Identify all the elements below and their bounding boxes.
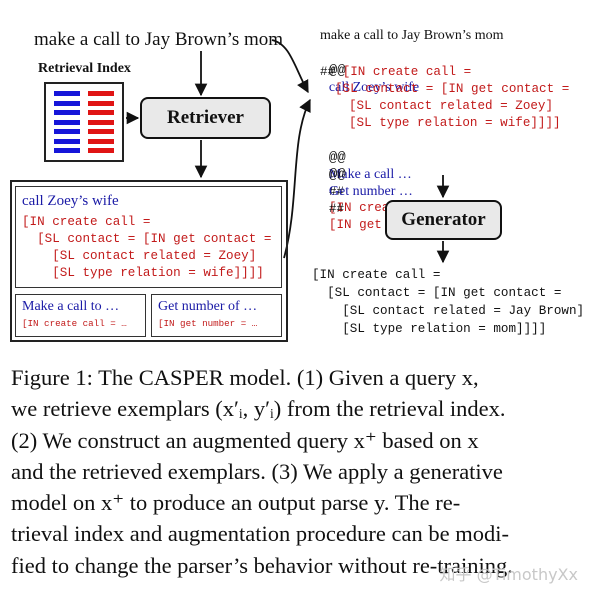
- retrieval-index-bar: [88, 129, 114, 134]
- caption-line: (2) We construct an augmented query x⁺ b…: [11, 427, 479, 453]
- retrieval-index-bar: [88, 138, 114, 144]
- separator-marker: ##: [328, 185, 345, 199]
- augmented-exemplar-line: @@ call Zoey’s wife: [320, 46, 419, 96]
- figure-caption: Figure 1: The CASPER model. (1) Given a …: [11, 362, 591, 581]
- retrieval-index-bar: [54, 91, 80, 96]
- output-parse-line: [IN create call =: [312, 268, 441, 282]
- retrieval-index-bar: [88, 91, 114, 96]
- exemplar-small: [151, 294, 282, 337]
- caption-line: and the retrieved exemplars. (3) We appl…: [11, 458, 503, 484]
- retrieval-index-bar: [54, 138, 80, 144]
- separator-marker: ##: [328, 202, 345, 216]
- retrieval-index-bar: [54, 110, 80, 115]
- retriever-label: Retriever: [167, 107, 244, 128]
- output-parse-line: [SL contact = [IN get contact =: [312, 286, 562, 300]
- exemplar-main-utterance: call Zoey’s wife: [22, 193, 119, 209]
- separator-marker: ##: [320, 65, 336, 79]
- retrieval-index-bar: [88, 100, 114, 106]
- output-parse-line: [SL contact related = Jay Brown]: [312, 304, 585, 318]
- retrieval-index-bar: [88, 110, 114, 115]
- retrieval-index-bar: [54, 129, 80, 134]
- caption-line: we retrieve exemplars (x′ᵢ, y′ᵢ) from th…: [11, 396, 506, 422]
- separator-marker: @@: [328, 63, 346, 79]
- exemplar-main-parse-line: [IN create call =: [22, 215, 151, 229]
- output-parse-line: [SL type relation = mom]]]]: [312, 322, 547, 336]
- augmented-parse-text: [SL contact related = Zoey]: [349, 99, 554, 113]
- augmented-exemplar-utterance: Make a call …: [328, 167, 412, 182]
- retrieval-index-bar: [54, 100, 80, 106]
- generator-label: Generator: [401, 209, 486, 230]
- retrieval-index-bar: [54, 148, 80, 153]
- input-query: make a call to Jay Brown’s mom: [34, 29, 284, 50]
- retrieval-index-bar: [88, 119, 114, 125]
- exemplar-small-parse: [IN create call = …: [22, 318, 127, 329]
- caption-line: model on x⁺ to produce an output parse y…: [11, 490, 461, 516]
- exemplar-main: [15, 186, 282, 288]
- caption-line: fied to change the parser’s behavior wit…: [11, 552, 513, 578]
- generator-box: Generator: [385, 200, 502, 240]
- exemplar-small-utterance: Get number of …: [158, 299, 258, 314]
- exemplar-main-parse-line: [SL type relation = wife]]]]: [22, 266, 264, 280]
- retrieval-index-bar: [54, 119, 80, 125]
- query-to-augmented-arrow: [271, 39, 309, 94]
- exemplar-small-utterance: Make a call to …: [22, 299, 120, 314]
- retrieved-exemplars-group: [10, 180, 288, 342]
- augmented-exemplar-utterance: call Zoey’s wife: [328, 80, 420, 95]
- augmented-parse-text: [SL type relation = wife]]]]: [349, 116, 561, 130]
- exemplar-main-parse-line: [SL contact related = Zoey]: [22, 249, 257, 263]
- exemplar-small-parse: [IN get number = …: [158, 318, 258, 329]
- exemplar-main-parse-line: [SL contact = [IN get contact =: [22, 232, 272, 246]
- separator-marker: @@: [328, 150, 346, 166]
- augmented-exemplar-utterance: Get number …: [328, 184, 413, 199]
- exemplars-to-augmented-arrow: [283, 98, 311, 259]
- retrieval-index-title: Retrieval Index: [38, 61, 131, 76]
- augmented-parse-line: ## [IN create call =: [320, 65, 471, 79]
- separator-marker: @@: [328, 167, 346, 183]
- caption-line: Figure 1: The CASPER model. (1) Given a …: [11, 365, 479, 390]
- augmented-parse-text: [SL contact = [IN get contact =: [335, 82, 570, 96]
- augmented-parse-text: [IN create call =: [342, 65, 472, 79]
- exemplar-small: [15, 294, 146, 337]
- retrieval-index-icon: [44, 82, 124, 162]
- retriever-box: Retriever: [140, 97, 271, 139]
- watermark: 知乎 @TimothyXx: [439, 565, 578, 584]
- retrieval-index-bar: [88, 148, 114, 153]
- caption-line: trieval index and augmentation procedure…: [11, 521, 509, 547]
- augmented-query-line: make a call to Jay Brown’s mom: [320, 28, 504, 43]
